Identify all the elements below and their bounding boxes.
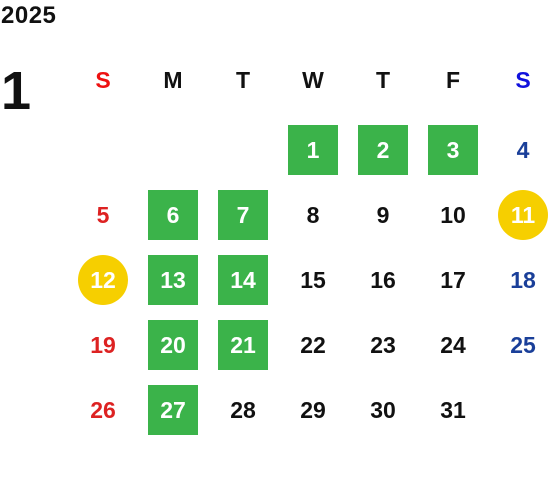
day-number: 18 [510, 267, 536, 293]
weekday-sun: S [95, 67, 111, 93]
day-cell: 6 [138, 183, 208, 248]
day-cell: 31 [418, 378, 488, 443]
day-number: 16 [370, 267, 396, 293]
day-number: 23 [370, 332, 396, 358]
day-number: 19 [90, 332, 116, 358]
day-cell: 5 [68, 183, 138, 248]
day-number: 24 [440, 332, 466, 358]
day-cell: 22 [278, 313, 348, 378]
holiday-day-marker: 12 [78, 255, 128, 305]
day-cell: 4 [488, 118, 548, 183]
day-cell: 11 [488, 183, 548, 248]
day-number: 9 [376, 202, 390, 228]
day-cell: 17 [418, 248, 488, 313]
day-cell: 7 [208, 183, 278, 248]
day-number: 30 [370, 397, 396, 423]
weekday-fri: F [445, 67, 461, 93]
closed-day-marker: 1 [288, 125, 338, 175]
day-cell: 30 [348, 378, 418, 443]
day-cell: 3 [418, 118, 488, 183]
day-cell: 20 [138, 313, 208, 378]
day-cell: 18 [488, 248, 548, 313]
day-cell: 10 [418, 183, 488, 248]
day-number: 25 [510, 332, 536, 358]
day-number: 8 [306, 202, 320, 228]
weekday-tue: T [235, 67, 251, 93]
day-cell: 26 [68, 378, 138, 443]
day-cell: 15 [278, 248, 348, 313]
closed-day-marker: 6 [148, 190, 198, 240]
day-cell: 27 [138, 378, 208, 443]
closed-day-marker: 20 [148, 320, 198, 370]
day-number: 15 [300, 267, 326, 293]
closed-day-marker: 27 [148, 385, 198, 435]
day-number: 17 [440, 267, 466, 293]
day-number: 26 [90, 397, 116, 423]
day-number: 31 [440, 397, 466, 423]
closed-day-marker: 13 [148, 255, 198, 305]
day-cell: 25 [488, 313, 548, 378]
weekday-mon: M [163, 67, 183, 93]
day-number: 29 [300, 397, 326, 423]
calendar-month: 1 [1, 61, 32, 121]
day-cell: 1 [278, 118, 348, 183]
calendar-year: 2025 [1, 2, 57, 29]
day-cell: 23 [348, 313, 418, 378]
day-cell: 13 [138, 248, 208, 313]
day-number: 10 [440, 202, 466, 228]
closed-day-marker: 3 [428, 125, 478, 175]
day-cell: 24 [418, 313, 488, 378]
day-cell: 8 [278, 183, 348, 248]
closed-day-marker: 7 [218, 190, 268, 240]
weekday-thu: T [375, 67, 391, 93]
day-cell: 28 [208, 378, 278, 443]
day-cell: 12 [68, 248, 138, 313]
holiday-day-marker: 11 [498, 190, 548, 240]
day-cell: 19 [68, 313, 138, 378]
day-cell: 14 [208, 248, 278, 313]
day-cell: 9 [348, 183, 418, 248]
weekday-wed: W [302, 67, 324, 93]
closed-day-marker: 14 [218, 255, 268, 305]
day-cell: 29 [278, 378, 348, 443]
day-number: 5 [96, 202, 110, 228]
day-number: 22 [300, 332, 326, 358]
day-cell: 21 [208, 313, 278, 378]
day-cell: 2 [348, 118, 418, 183]
weekday-sat: S [515, 67, 531, 93]
closed-day-marker: 21 [218, 320, 268, 370]
day-cell: 16 [348, 248, 418, 313]
day-number: 4 [516, 137, 530, 163]
closed-day-marker: 2 [358, 125, 408, 175]
day-number: 28 [230, 397, 256, 423]
